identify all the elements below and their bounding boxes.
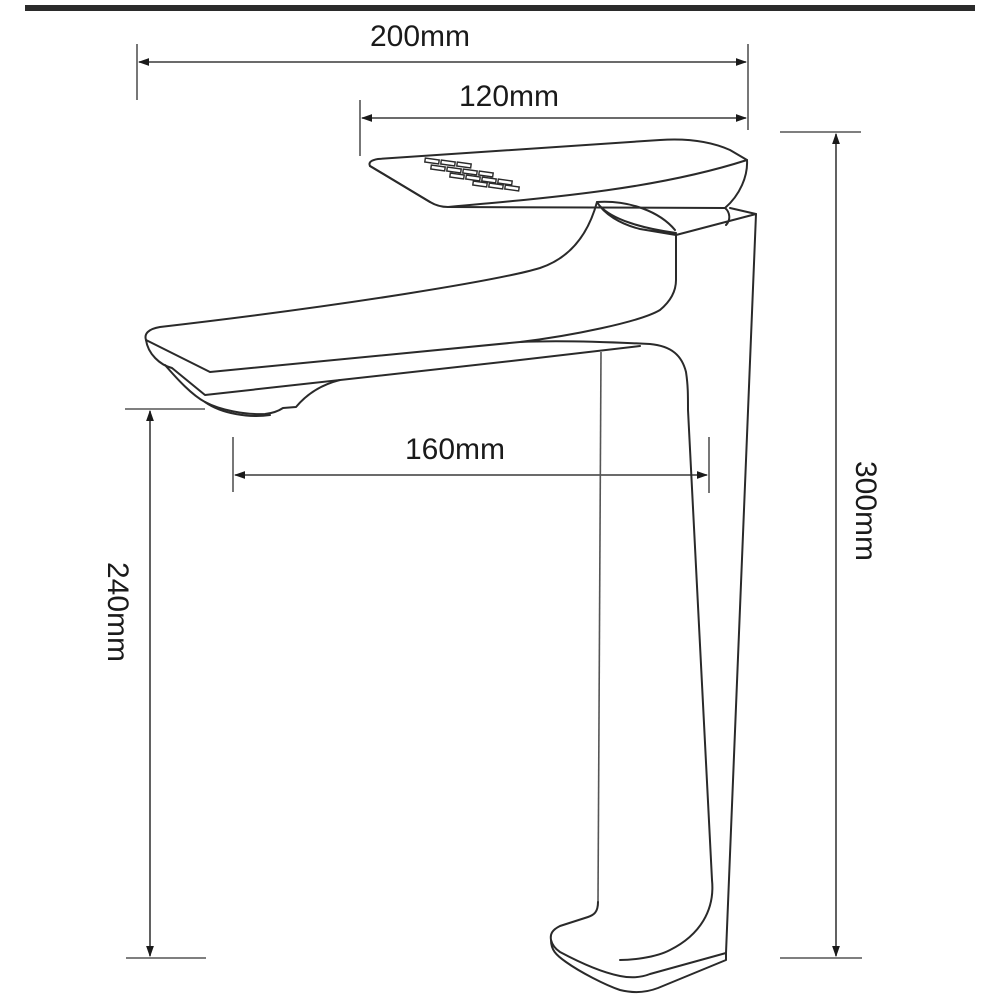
dimension-spout-reach: 160mm (232, 433, 710, 493)
handle-chamfer (369, 159, 748, 208)
faucet-outline (144, 138, 757, 994)
spout-underside (164, 364, 341, 416)
dimension-spout-height: 240mm (101, 408, 206, 959)
dimension-label-120mm: 120mm (459, 80, 559, 113)
spout-top (144, 201, 598, 341)
dimension-label-240mm: 240mm (101, 562, 134, 662)
base-foot-edge (550, 939, 727, 994)
dimension-overall-width: 200mm (136, 20, 749, 130)
body-front-edge (519, 340, 714, 961)
dimension-label-160mm: 160mm (405, 433, 505, 466)
base-foot (549, 901, 727, 979)
top-rule (25, 5, 975, 11)
handle-top-plate (368, 138, 749, 209)
dimension-label-300mm: 300mm (849, 461, 882, 561)
body-center-line (597, 351, 602, 903)
body-right-edge (725, 213, 757, 954)
spout-front-edge (145, 234, 677, 373)
cartridge-collar (596, 200, 757, 236)
handle-grip-grooves (423, 157, 521, 192)
dimension-overall-height: 300mm (780, 131, 882, 959)
dimension-label-200mm: 200mm (370, 20, 470, 53)
dimension-handle-length: 120mm (359, 80, 748, 156)
aerator (204, 401, 271, 417)
spout-front-face (145, 339, 641, 396)
